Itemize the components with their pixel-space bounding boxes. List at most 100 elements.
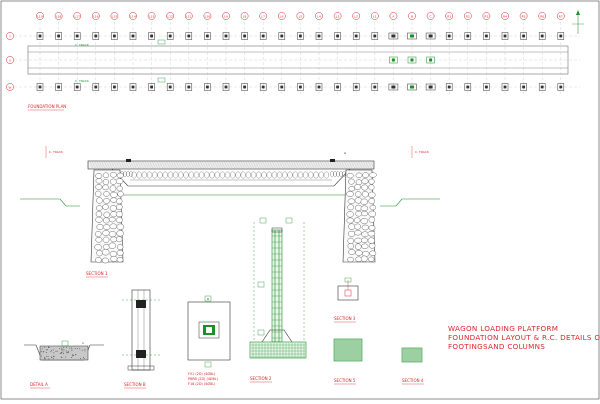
- column-ties: [272, 235, 282, 339]
- grid-bubble-l19: L19: [36, 12, 44, 94]
- footing-note-2: P8RB (2D) (4Ø8L): [188, 376, 219, 381]
- plan-footing: [538, 83, 546, 91]
- plan-footing: [278, 83, 286, 91]
- detail-a: A DETAIL A: [24, 340, 104, 389]
- svg-text:L13: L13: [149, 14, 155, 18]
- plan-footing: [297, 32, 304, 40]
- grid-bubble-r3: R3: [482, 12, 491, 94]
- plan-footing: [241, 83, 248, 91]
- svg-text:L2: L2: [354, 14, 358, 18]
- section-3: SECTION 3: [334, 277, 359, 323]
- svg-text:L6: L6: [280, 14, 284, 18]
- svg-text:L8: L8: [243, 14, 247, 18]
- column-shaft: [271, 229, 283, 343]
- svg-text:B: B: [207, 297, 209, 301]
- detail-a-label: DETAIL A: [30, 382, 48, 387]
- grid-bubble-l4: L4: [315, 12, 323, 94]
- grid-bubble-l8: L8: [240, 12, 249, 94]
- section-b-label: SECTION B: [124, 382, 146, 387]
- footing-base: [249, 341, 307, 359]
- grid-bubble-l12: L12: [166, 12, 175, 94]
- plan-footing: [407, 83, 417, 91]
- svg-text:R4: R4: [503, 14, 507, 18]
- title-line-3: FOOTINGSAND COLUMNS: [448, 342, 545, 351]
- plan-footing: [111, 32, 118, 40]
- plan-footing: [315, 32, 323, 40]
- section-2: SECTION 2: [249, 217, 307, 383]
- grid-bubble-r4: R4: [501, 12, 509, 94]
- plan-footing: [371, 83, 379, 91]
- grid-bubble-l16: L16: [91, 12, 100, 94]
- footing-mesh: [251, 343, 305, 358]
- plan-footing: [222, 32, 230, 40]
- svg-text:L16: L16: [93, 14, 99, 18]
- plan-row-bubbles: YXW: [6, 32, 14, 91]
- plan-footing: [334, 32, 341, 40]
- plan-footing: [92, 32, 100, 40]
- north-arrow-icon: [572, 10, 584, 34]
- grid-bubble-l11: L11: [184, 12, 193, 94]
- row-bubble-w: W: [6, 83, 14, 91]
- grid-bubble-l17: L17: [73, 12, 82, 94]
- grid-bubble-l10: L10: [203, 12, 212, 94]
- svg-text:W: W: [9, 85, 12, 89]
- section-5-mesh: [334, 339, 362, 361]
- plan-footing: [334, 83, 341, 91]
- title-block: WAGON LOADING PLATFORM FOUNDATION LAYOUT…: [448, 324, 600, 351]
- svg-text:R3: R3: [484, 14, 488, 18]
- track-marker-right: C. TRACK: [411, 146, 430, 158]
- svg-text:R2: R2: [466, 14, 470, 18]
- plan-footing: [389, 56, 398, 64]
- svg-text:R5: R5: [522, 14, 526, 18]
- section-1-elevation: C. TRACK C. TRACK A SECTION 1: [20, 146, 440, 278]
- plan-footing: [185, 32, 193, 40]
- svg-text:L11: L11: [186, 14, 192, 18]
- plan-footing: [464, 83, 472, 91]
- plan-footing: [73, 83, 81, 91]
- grid-bubble-l18: L18: [54, 12, 63, 94]
- beam-reinforcement: [120, 171, 346, 179]
- section-b: SECTION B: [122, 289, 162, 389]
- grid-bubble-l14: L14: [129, 12, 137, 94]
- section-2-label: SECTION 2: [250, 376, 272, 381]
- plan-footing: [73, 32, 81, 40]
- section-3-label: SECTION 3: [334, 316, 356, 321]
- svg-text:X: X: [9, 58, 11, 62]
- title-line-1: WAGON LOADING PLATFORM: [448, 324, 558, 333]
- svg-text:A: A: [392, 14, 395, 18]
- plan-footing: [426, 56, 435, 64]
- svg-text:L3: L3: [336, 14, 340, 18]
- footing-note-3: F18 (2D) (4Ø8L): [188, 381, 216, 386]
- svg-text:C. TRACK: C. TRACK: [49, 150, 64, 154]
- grid-bubble-r5: R5: [519, 12, 528, 94]
- deck-hatch: [89, 161, 374, 169]
- plan-footing: [222, 83, 230, 91]
- grid-bubble-l7: L7: [259, 12, 268, 94]
- masonry-pier-right: [342, 169, 377, 263]
- plan-footing: [111, 83, 118, 91]
- section-4-label: SECTION 4: [402, 378, 424, 383]
- plan-footing: [204, 32, 211, 40]
- plan-footing: [259, 32, 267, 40]
- section-5-label: SECTION 5: [334, 378, 356, 383]
- track-label-2: C. TRACK: [75, 79, 90, 83]
- svg-text:L12: L12: [167, 14, 173, 18]
- plan-footing: [501, 32, 509, 40]
- svg-text:R7: R7: [559, 14, 563, 18]
- plan-footing: [520, 83, 527, 91]
- section-5: SECTION 5: [333, 338, 363, 385]
- svg-text:L18: L18: [56, 14, 62, 18]
- svg-text:L15: L15: [112, 14, 118, 18]
- plan-footing: [501, 83, 509, 91]
- title-line-2: FOUNDATION LAYOUT & R.C. DETAILS OF: [448, 333, 600, 342]
- plan-footing: [241, 32, 248, 40]
- section-1-label: SECTION 1: [86, 271, 108, 276]
- plan-footing: [464, 32, 472, 40]
- plan-footing: [129, 32, 137, 40]
- row-bubble-x: X: [6, 56, 14, 64]
- svg-text:B: B: [411, 14, 413, 18]
- plan-footing: [445, 83, 453, 91]
- svg-text:L1: L1: [373, 14, 377, 18]
